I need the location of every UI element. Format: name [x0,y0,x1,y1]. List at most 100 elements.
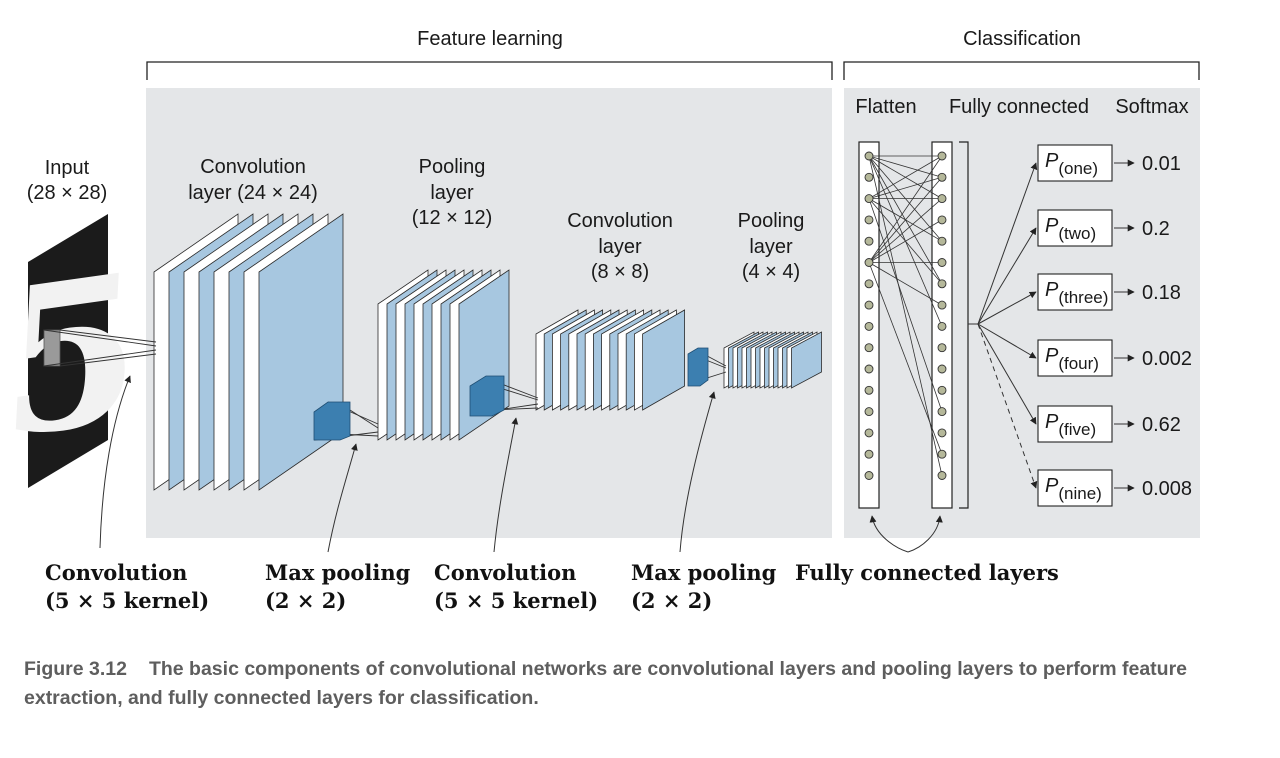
conv2-map-14 [642,309,685,411]
fc-node [937,385,947,395]
fc-node [937,279,947,289]
output-arrow [977,323,1038,489]
fc-node [937,300,947,310]
flatten-node [864,172,874,182]
fc-link [868,177,943,263]
fc-link [868,262,943,455]
fc-link [868,155,943,199]
conv1-label-1: Convolution [200,156,306,178]
fc-link [868,155,943,327]
output-arrow [977,162,1038,325]
output-arrow [977,227,1037,325]
flatten-node [864,385,874,395]
conv2-label-2: layer [598,236,642,258]
pool1-kernel [469,375,505,417]
output-label: P(three) [1045,279,1108,307]
conv1-label-2: layer (24 × 24) [188,182,318,204]
op3-line2: (5 × 5 kernel) [434,588,598,613]
pool2-stack [723,331,822,389]
fc-node [937,215,947,225]
fc-link [868,198,943,263]
pool1-label-2: layer [430,182,474,204]
fc-connections [868,155,943,476]
input-title: Input [45,157,90,179]
cnn-diagram: Feature learning Classification Input (2… [0,28,1200,613]
pool1-label-3: (12 × 12) [412,207,493,229]
fc-nodes [937,151,947,480]
flatten-nodes [864,151,874,480]
output-label: P(two) [1045,215,1096,243]
op2-line1: Max pooling [265,560,411,585]
pool2-map-16 [791,331,822,389]
layer-labels: Convolution layer (24 × 24) Pooling laye… [188,156,804,283]
fully-connected-header: Fully connected [949,96,1089,118]
output-arrow [977,323,1037,359]
conv2-label-3: (8 × 8) [591,261,649,283]
output-box [1037,339,1113,377]
flatten-node [864,215,874,225]
fc-node [937,471,947,480]
feature-learning-title: Feature learning [417,28,563,50]
softmax-header: Softmax [1115,96,1188,118]
fc-node [937,428,947,438]
fc-node [937,236,947,246]
output-value: 0.008 [1142,478,1192,500]
output-label: P(five) [1045,411,1096,439]
fc-bracket [959,141,969,509]
flatten-node [864,364,874,374]
op3-line1: Convolution [434,560,576,585]
flatten-node [864,449,874,459]
output-label: P(nine) [1045,475,1102,503]
fc-link [868,155,943,263]
conv1-kernel [313,401,351,441]
output-arrows [968,159,1135,492]
fc-node [937,449,947,459]
conv1-stack [153,213,344,491]
fc-node [937,194,947,204]
flatten-header: Flatten [855,96,916,118]
flatten-node [864,194,874,204]
figure-caption-text: The basic components of convolutional ne… [24,658,1188,709]
output-value: 0.002 [1142,348,1192,370]
flatten-node [864,407,874,417]
output-box [1037,405,1113,443]
fc-node [937,172,947,182]
conv2-kernel [687,347,709,387]
pool1-stack [377,269,510,441]
output-box [1037,469,1113,507]
output-value: 0.2 [1142,218,1170,240]
pool2-label-1: Pooling [738,210,805,232]
input-image [28,214,108,488]
pool2-label-3: (4 × 4) [742,261,800,283]
input-receptive-field [43,329,61,367]
op4-line2: (2 × 2) [631,588,712,613]
output-label: P(one) [1045,150,1098,178]
output-arrow [977,291,1037,325]
conv2-stack [535,309,685,411]
flatten-node [864,236,874,246]
fc-node [937,407,947,417]
op1-line2: (5 × 5 kernel) [45,588,209,613]
op4-line1: Max pooling [631,560,777,585]
flatten-node [864,151,874,161]
output-value: 0.01 [1142,153,1181,175]
output-box [1037,144,1113,182]
fc-node [937,151,947,161]
flatten-node [864,343,874,353]
conv2-label-1: Convolution [567,210,673,232]
fc-node [937,258,947,267]
fc-link [868,176,943,199]
operation-labels: Convolution (5 × 5 kernel) Max pooling (… [45,560,1059,613]
fc-node [937,321,947,331]
classification-bracket [843,61,1200,80]
figure-number: Figure 3.12 [24,658,127,680]
flatten-node [864,428,874,438]
softmax-outputs: P(one)0.01P(two)0.2P(three)0.18P(four)0.… [1037,144,1192,507]
classification-panel [844,88,1200,538]
pool2-label-2: layer [749,236,793,258]
op1-line1: Convolution [45,560,187,585]
flatten-node [864,279,874,289]
output-arrow [977,323,1037,425]
fc-link [868,198,943,412]
output-box [1037,273,1113,311]
